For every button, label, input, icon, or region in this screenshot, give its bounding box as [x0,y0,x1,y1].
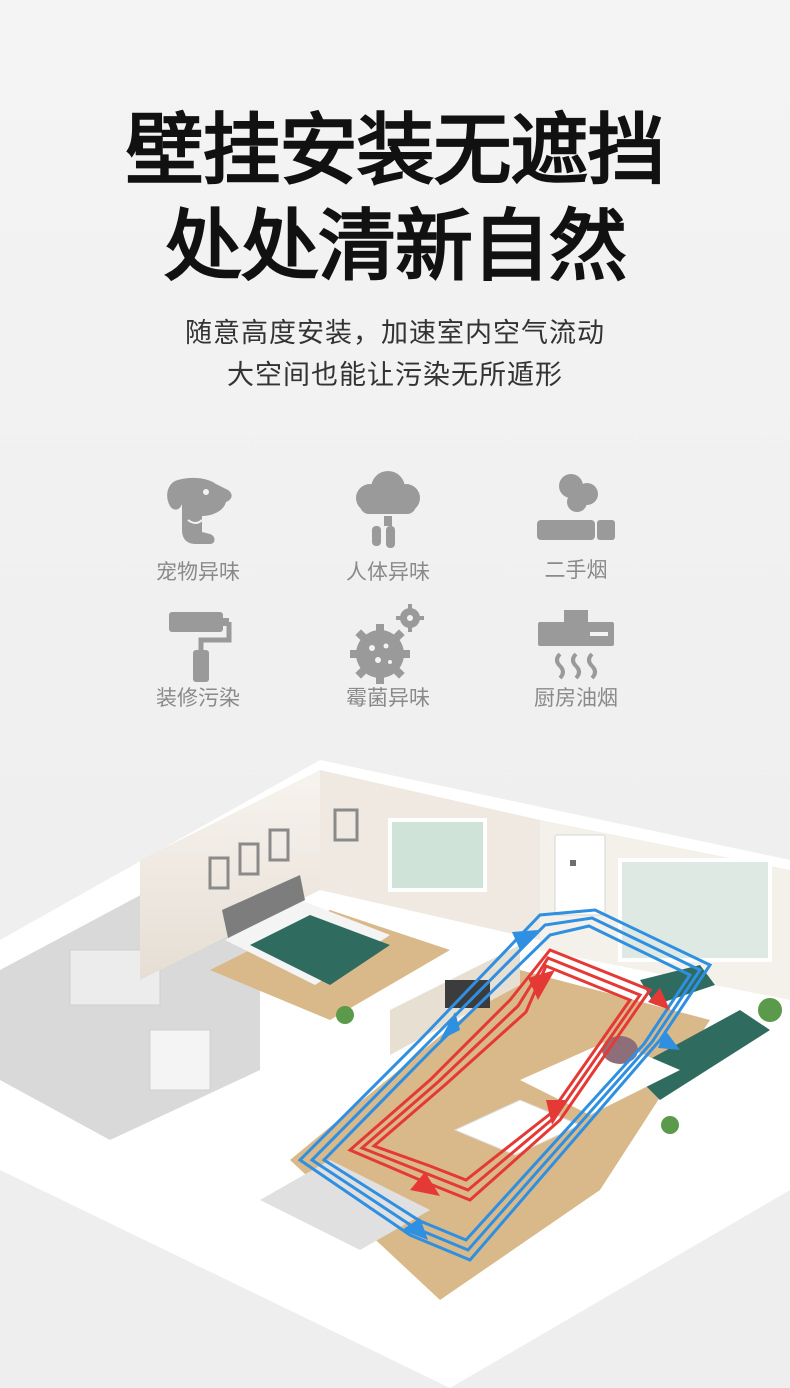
cigarette-icon [537,474,615,540]
arrow-red [648,988,670,1010]
wall-frame [333,808,359,842]
arrow-blue [402,1218,428,1240]
pollutant-label: 宠物异味 [156,560,240,584]
wall-mounted-air-purifier [554,834,606,916]
wall-frame [208,856,230,890]
headline-line-2: 处处清新自然 [163,202,627,292]
bed-headboard [222,875,305,938]
pollutant-label: 二手烟 [544,558,608,582]
pollutant-label: 厨房油烟 [534,686,618,710]
bedroom-back-wall [140,770,320,980]
wall-frame [238,842,260,876]
apartment-airflow-illustration [0,760,790,1388]
arrow-red [546,1100,568,1125]
range-hood-icon [538,610,614,680]
arrow-blue [440,1012,460,1040]
pollutant-renovation: 装修污染 [108,606,288,736]
rug [520,1040,680,1115]
dog-icon [167,477,232,544]
pollutant-label: 装修污染 [156,686,240,710]
bathroom-door [149,1029,211,1091]
headline-line-1: 壁挂安装无遮挡 [125,106,665,196]
subtitle-line-2: 大空间也能让污染无所遁形 [227,360,563,391]
cloud-person-icon [356,471,420,548]
pollutant-label: 霉菌异味 [346,686,430,710]
round-cushion [602,1036,638,1064]
pollutant-label: 人体异味 [346,560,430,584]
pollutant-mold: 霉菌异味 [298,602,478,732]
pollutant-body-odor: 人体异味 [298,468,478,598]
plant [336,1006,354,1024]
pollutant-secondhand-smoke: 二手烟 [486,470,666,600]
purifier-display [570,860,576,866]
plant [661,1116,679,1134]
arrow-red [528,970,555,1000]
kitchen-counter [260,1160,430,1250]
arrow-blue [658,1030,680,1050]
arrow-blue [512,930,538,950]
mold-gear-icon [350,604,424,684]
arrow-red [410,1172,440,1196]
subtitle-line-1: 随意高度安装，加速室内空气流动 [185,318,605,349]
wall-frame [268,828,290,862]
bed-blanket [250,915,390,985]
paint-roller-icon [169,612,232,682]
window [388,818,487,892]
pollutant-kitchen-fumes: 厨房油烟 [486,608,666,738]
pollutant-pet-odor: 宠物异味 [108,470,288,600]
plant [758,998,782,1022]
balcony-window [618,858,772,962]
